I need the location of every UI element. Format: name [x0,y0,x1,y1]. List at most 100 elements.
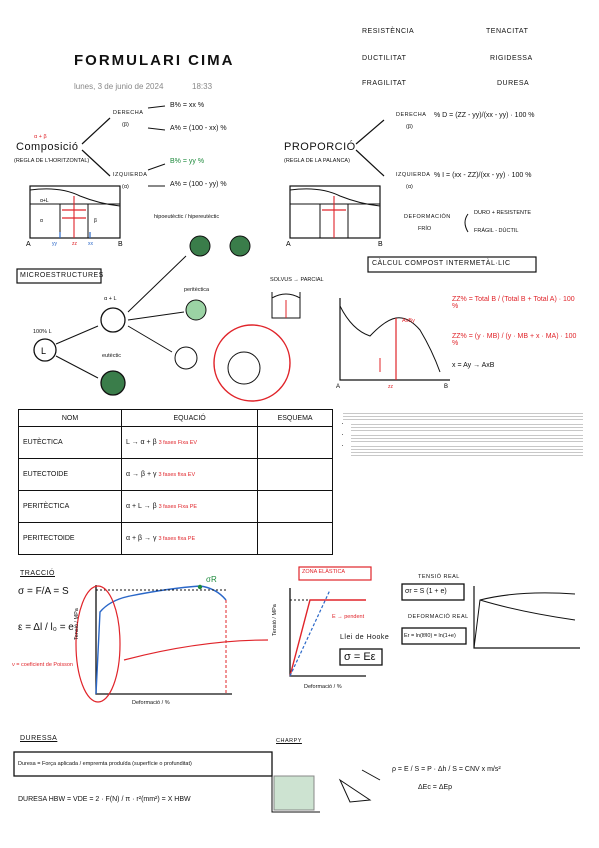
svg-text:B: B [118,241,123,248]
calcul-f1: ZZ% = Total B / (Total B + Total A) · 10… [452,296,575,310]
page-date: lunes, 3 de junio de 2024 [74,82,164,91]
composicio-izquierda: IZQUIERDA [113,172,148,178]
micro-circles: L [33,235,291,402]
traccio-poisson: ν = coeficient de Poisson [12,662,73,668]
zona-def-formula: Er = ln(lf/l0) = ln(1+e) [404,633,456,639]
proporcio-fragil: FRÁGIL - DÚCTIL [474,228,519,234]
micro-box [16,268,102,284]
table-row: EUTECTOIDE α → β + γ 3 fases fixa EV [17,458,333,491]
table-cell-esquema [257,426,333,459]
composicio-izquierda-sub: (α) [122,184,129,190]
prop-duresa: DURESA [497,80,530,87]
table-cell-nom: PERITÈCTICA [17,490,123,523]
zona-label: ZONA ELÀSTICA [302,569,346,575]
composicio-b-izq: B% = yy % [170,158,205,165]
micro-hipo: hipoeutèctic / hipereutèctic [154,214,220,220]
table-cell-note: 3 fases Fixa PE [158,504,198,510]
composicio-label: Composició [16,141,79,153]
svg-text:σR: σR [206,575,217,584]
svg-text:zz: zz [72,241,78,247]
svg-text:A: A [286,241,291,248]
svg-text:α: α [40,218,43,224]
proporcio-formula-d: % D = (ZZ - yy)/(xx - yy) · 100 % [434,112,535,119]
traccio-label: TRACCIÓ [20,570,55,577]
calcul-f2: ZZ% = (y · MB) / (y · MB + x · MA) · 100… [452,333,577,347]
calcul-box [367,256,537,273]
intermetallic-diagram: A B zz [336,298,450,390]
svg-text:yy: yy [52,241,58,247]
table-cell-esquema [257,490,333,523]
svg-text:B: B [444,384,448,390]
table-cell-nom: PERITECTOIDE [17,522,123,555]
zona-hooke-formula: σ = Eε [344,651,376,663]
def-real-box [401,627,467,645]
table-header-esquema: ESQUEMA [257,409,333,427]
proporcio-izquierda-sub: (α) [406,184,413,190]
proporcio-duro: DURO + RESISTENTE [474,210,531,216]
table-cell-eq: α + β → γ [126,535,157,542]
charpy-sketch [271,768,381,813]
duresa-label: DURESSA [20,735,58,742]
composicio-alpha-beta: α + β [34,134,47,140]
proporcio-deformacion: DEFORMACIÓN [404,214,451,220]
table-header-nom: NOM [17,409,123,427]
phase-reactions-table: NOM EQUACIÓ ESQUEMA EUTÈCTICA L → α + β … [17,409,333,555]
svg-text:β: β [94,218,97,224]
hooke-box [339,648,383,666]
composicio-sub: (REGLA DE L'HORITZONTAL) [14,158,90,164]
table-cell-note: 3 fases fixa PE [158,536,196,542]
svg-text:B: B [378,241,383,248]
micro-eutectic: eutèctic [102,353,121,359]
proporcio-izquierda: IZQUIERDA [396,172,431,178]
table-row: PERITÈCTICA α + L → β 3 fases Fixa PE [17,490,333,523]
zona-def-real: DEFORMACIÓ REAL [408,614,469,620]
composicio-a-izq: A% = (100 - yy) % [170,181,227,188]
proporcio-sub: (REGLA DE LA PALANCA) [284,158,350,164]
proporcio-formula-i: % I = (xx - ZZ)/(xx - yy) · 100 % [434,172,532,179]
micro-ab: α + L [104,296,117,302]
composicio-derecha-sub: (β) [122,122,129,128]
svg-text:L: L [41,346,46,356]
page-time: 18:33 [192,82,213,91]
traccio-ylabel: Tensió / MPa [74,608,80,640]
table-header-equacio: EQUACIÓ [121,409,259,427]
charpy-label: CHARPY [276,738,302,744]
duresa-box [13,751,273,777]
zona-ylabel: Tensió / MPa [272,604,278,636]
table-cell-nom: EUTECTOIDE [17,458,123,491]
prop-ductilitat: DUCTILITAT [362,55,407,62]
prop-tenacitat: TENACITAT [486,28,529,35]
table-cell-eq: L → α + β [126,439,157,446]
proporcio-frio: FRÍO [418,226,432,232]
charpy-delta: ΔEc = ΔEp [418,784,453,791]
traccio-xlabel: Deformació / % [132,700,170,706]
notes-paragraph [343,411,583,460]
table-cell-nom: EUTÈCTICA [17,426,123,459]
composicio-derecha: DERECHA [113,110,144,116]
table-cell-note: 3 fases Fixa EV [158,440,198,446]
zona-tensio-real: TENSIÓ REAL [418,574,460,580]
calcul-label: CÀLCUL COMPOST INTERMETÀL·LIC [372,260,511,267]
prop-rigidessa: RIGIDESSA [490,55,533,62]
phase-diagram-right: A B [286,185,383,248]
calcul-point: AxBy [402,318,415,324]
composicio-a-der: A% = (100 - xx) % [170,125,227,132]
micro-label: MICROESTRUCTURES [20,272,104,279]
real-curve [473,586,580,649]
zona-tensio-formula: σr = S (1 + e) [405,588,447,595]
proporcio-label: PROPORCIÓ [284,141,356,153]
calcul-f3: x = Ay → AxB [452,362,495,369]
traccio-sigma: σ = F/A = S [18,586,69,597]
table-cell-note: 3 fases fixa EV [158,472,196,478]
traccio-epsilon: ε = Δl / l₀ = e [18,622,74,633]
zona-box [298,566,372,581]
composicio-b-der: B% = xx % [170,102,205,109]
page-title: FORMULARI CIMA [74,52,235,69]
svg-text:α+L: α+L [40,198,49,204]
duresa-formula: Duresa = Força aplicada / empremta produ… [18,761,192,767]
tensio-real-box [401,583,465,601]
zona-chart [289,588,366,677]
prop-resistencia: RESISTÈNCIA [362,28,415,35]
svg-text:A: A [336,384,340,390]
